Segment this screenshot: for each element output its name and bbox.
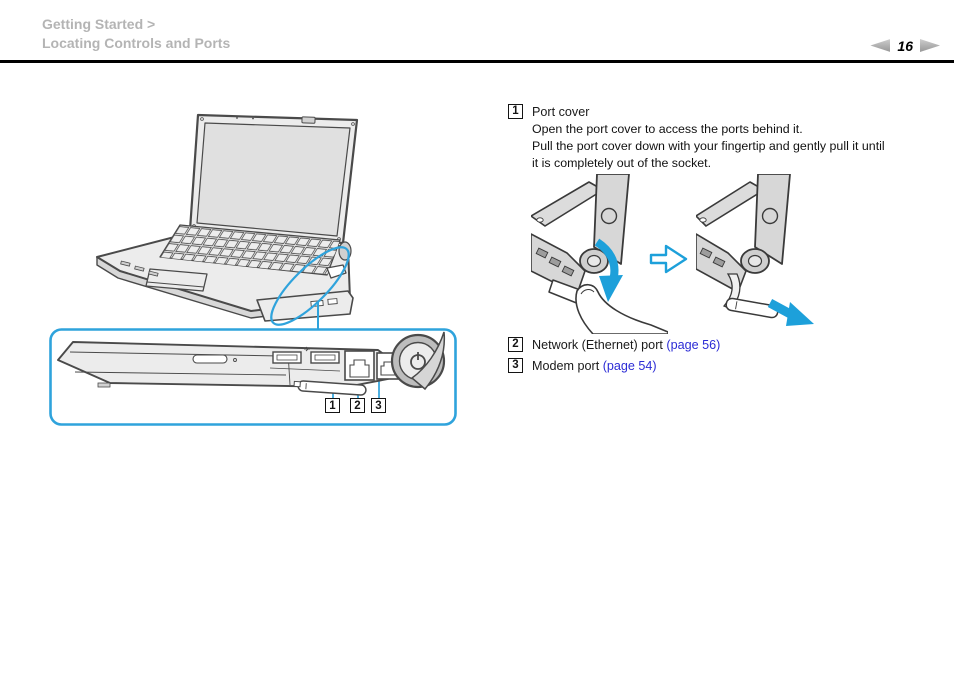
header-divider [0,60,954,63]
optical-drive-seam [74,371,287,376]
description-line: it is completely out of the socket. [532,156,712,170]
item-2-page-link[interactable]: (page 56) [666,338,721,352]
list-item-ethernet: 2 Network (Ethernet) port (page 56) [508,337,720,353]
breadcrumb-line1: Getting Started > [42,16,156,32]
item-2-label: Network (Ethernet) port (page 56) [532,337,720,353]
laptop-overview-figure [96,113,359,336]
lid-screw [761,207,779,225]
prev-page-icon[interactable] [870,39,891,52]
next-page-icon[interactable] [920,39,940,52]
forward-arrow-icon [649,244,688,274]
usb-ports [272,346,340,364]
laptop-lid [188,113,359,245]
port-cover-description: Open the port cover to access the ports … [532,121,885,172]
ethernet-port [344,350,375,381]
port-cover-open-flap [326,264,347,279]
item-1-label: Port cover [532,105,590,119]
side-view-figure [49,328,457,426]
port-cover-step1-figure [531,174,668,334]
laptop-base [96,224,352,319]
page-number: 16 [897,37,913,54]
pull-down-arrow-icon [594,238,623,302]
breadcrumb: Getting Started > Locating Controls and … [42,15,230,53]
keyboard [160,225,340,275]
list-item-port-cover: 1 Port cover [508,104,589,120]
laptop-side-body [57,341,389,388]
callout-box-1: 1 [325,398,340,413]
drive-eject-button [192,354,228,364]
item-3-label: Modem port (page 54) [532,358,657,374]
power-icon [410,352,426,370]
webcam-icon [301,116,316,124]
item-3-text: Modem port [532,359,600,373]
item-3-marker: 3 [508,358,523,373]
description-line: Pull the port cover down with your finge… [532,139,885,153]
callout-box-2: 2 [350,398,365,413]
item-1-marker: 1 [508,104,523,119]
port-cover-step2-figure [696,174,814,326]
lid-edge-fin [410,331,446,391]
item-2-marker: 2 [508,337,523,352]
callout-box-3: 3 [371,398,386,413]
lid-edge [754,174,791,265]
port-cover [293,380,367,396]
breadcrumb-line2: Locating Controls and Ports [42,35,231,51]
lid-screw [600,207,618,225]
port-cover-removed [725,297,779,319]
fingertip [575,283,668,334]
list-item-modem: 3 Modem port (page 54) [508,358,657,374]
pull-out-arrow-icon [767,299,814,326]
usb-icon [304,346,310,352]
item-2-text: Network (Ethernet) port [532,338,663,352]
description-line: Open the port cover to access the ports … [532,122,803,136]
item-3-page-link[interactable]: (page 54) [602,359,657,373]
page-navigation: 16 [856,37,940,54]
